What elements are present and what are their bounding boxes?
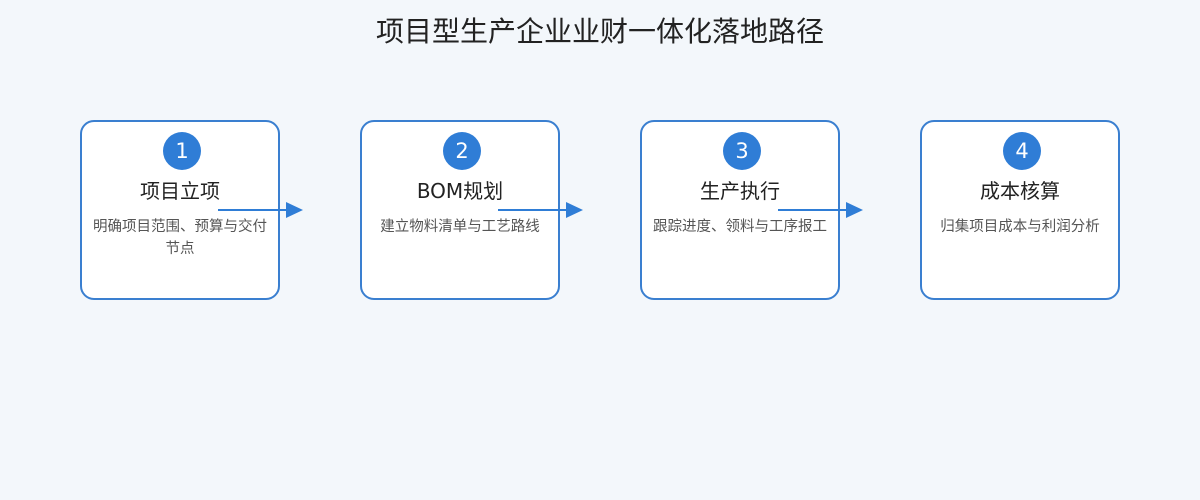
step-card-2: 2 BOM规划 建立物料清单与工艺路线 (360, 120, 560, 300)
step-description: 跟踪进度、领料与工序报工 (653, 219, 827, 235)
step-description: 明确项目范围、预算与交付节点 (93, 219, 267, 257)
step-number-badge: 3 (723, 132, 761, 170)
step-card-4: 4 成本核算 归集项目成本与利润分析 (920, 120, 1120, 300)
step-number-badge: 2 (443, 132, 481, 170)
step-title: BOM规划 (416, 179, 504, 203)
step-number-badge: 4 (1003, 132, 1041, 170)
step-title: 生产执行 (700, 179, 780, 203)
step-card-1: 1 项目立项 明确项目范围、预算与交付节点 (80, 120, 280, 300)
step-number-badge: 1 (163, 132, 201, 170)
step-title: 项目立项 (140, 179, 220, 203)
diagram-title: 项目型生产企业业财一体化落地路径 (375, 15, 824, 48)
step-description: 归集项目成本与利润分析 (940, 219, 1100, 235)
step-description: 建立物料清单与工艺路线 (380, 219, 540, 235)
step-card-3: 3 生产执行 跟踪进度、领料与工序报工 (640, 120, 840, 300)
step-title: 成本核算 (980, 179, 1060, 203)
